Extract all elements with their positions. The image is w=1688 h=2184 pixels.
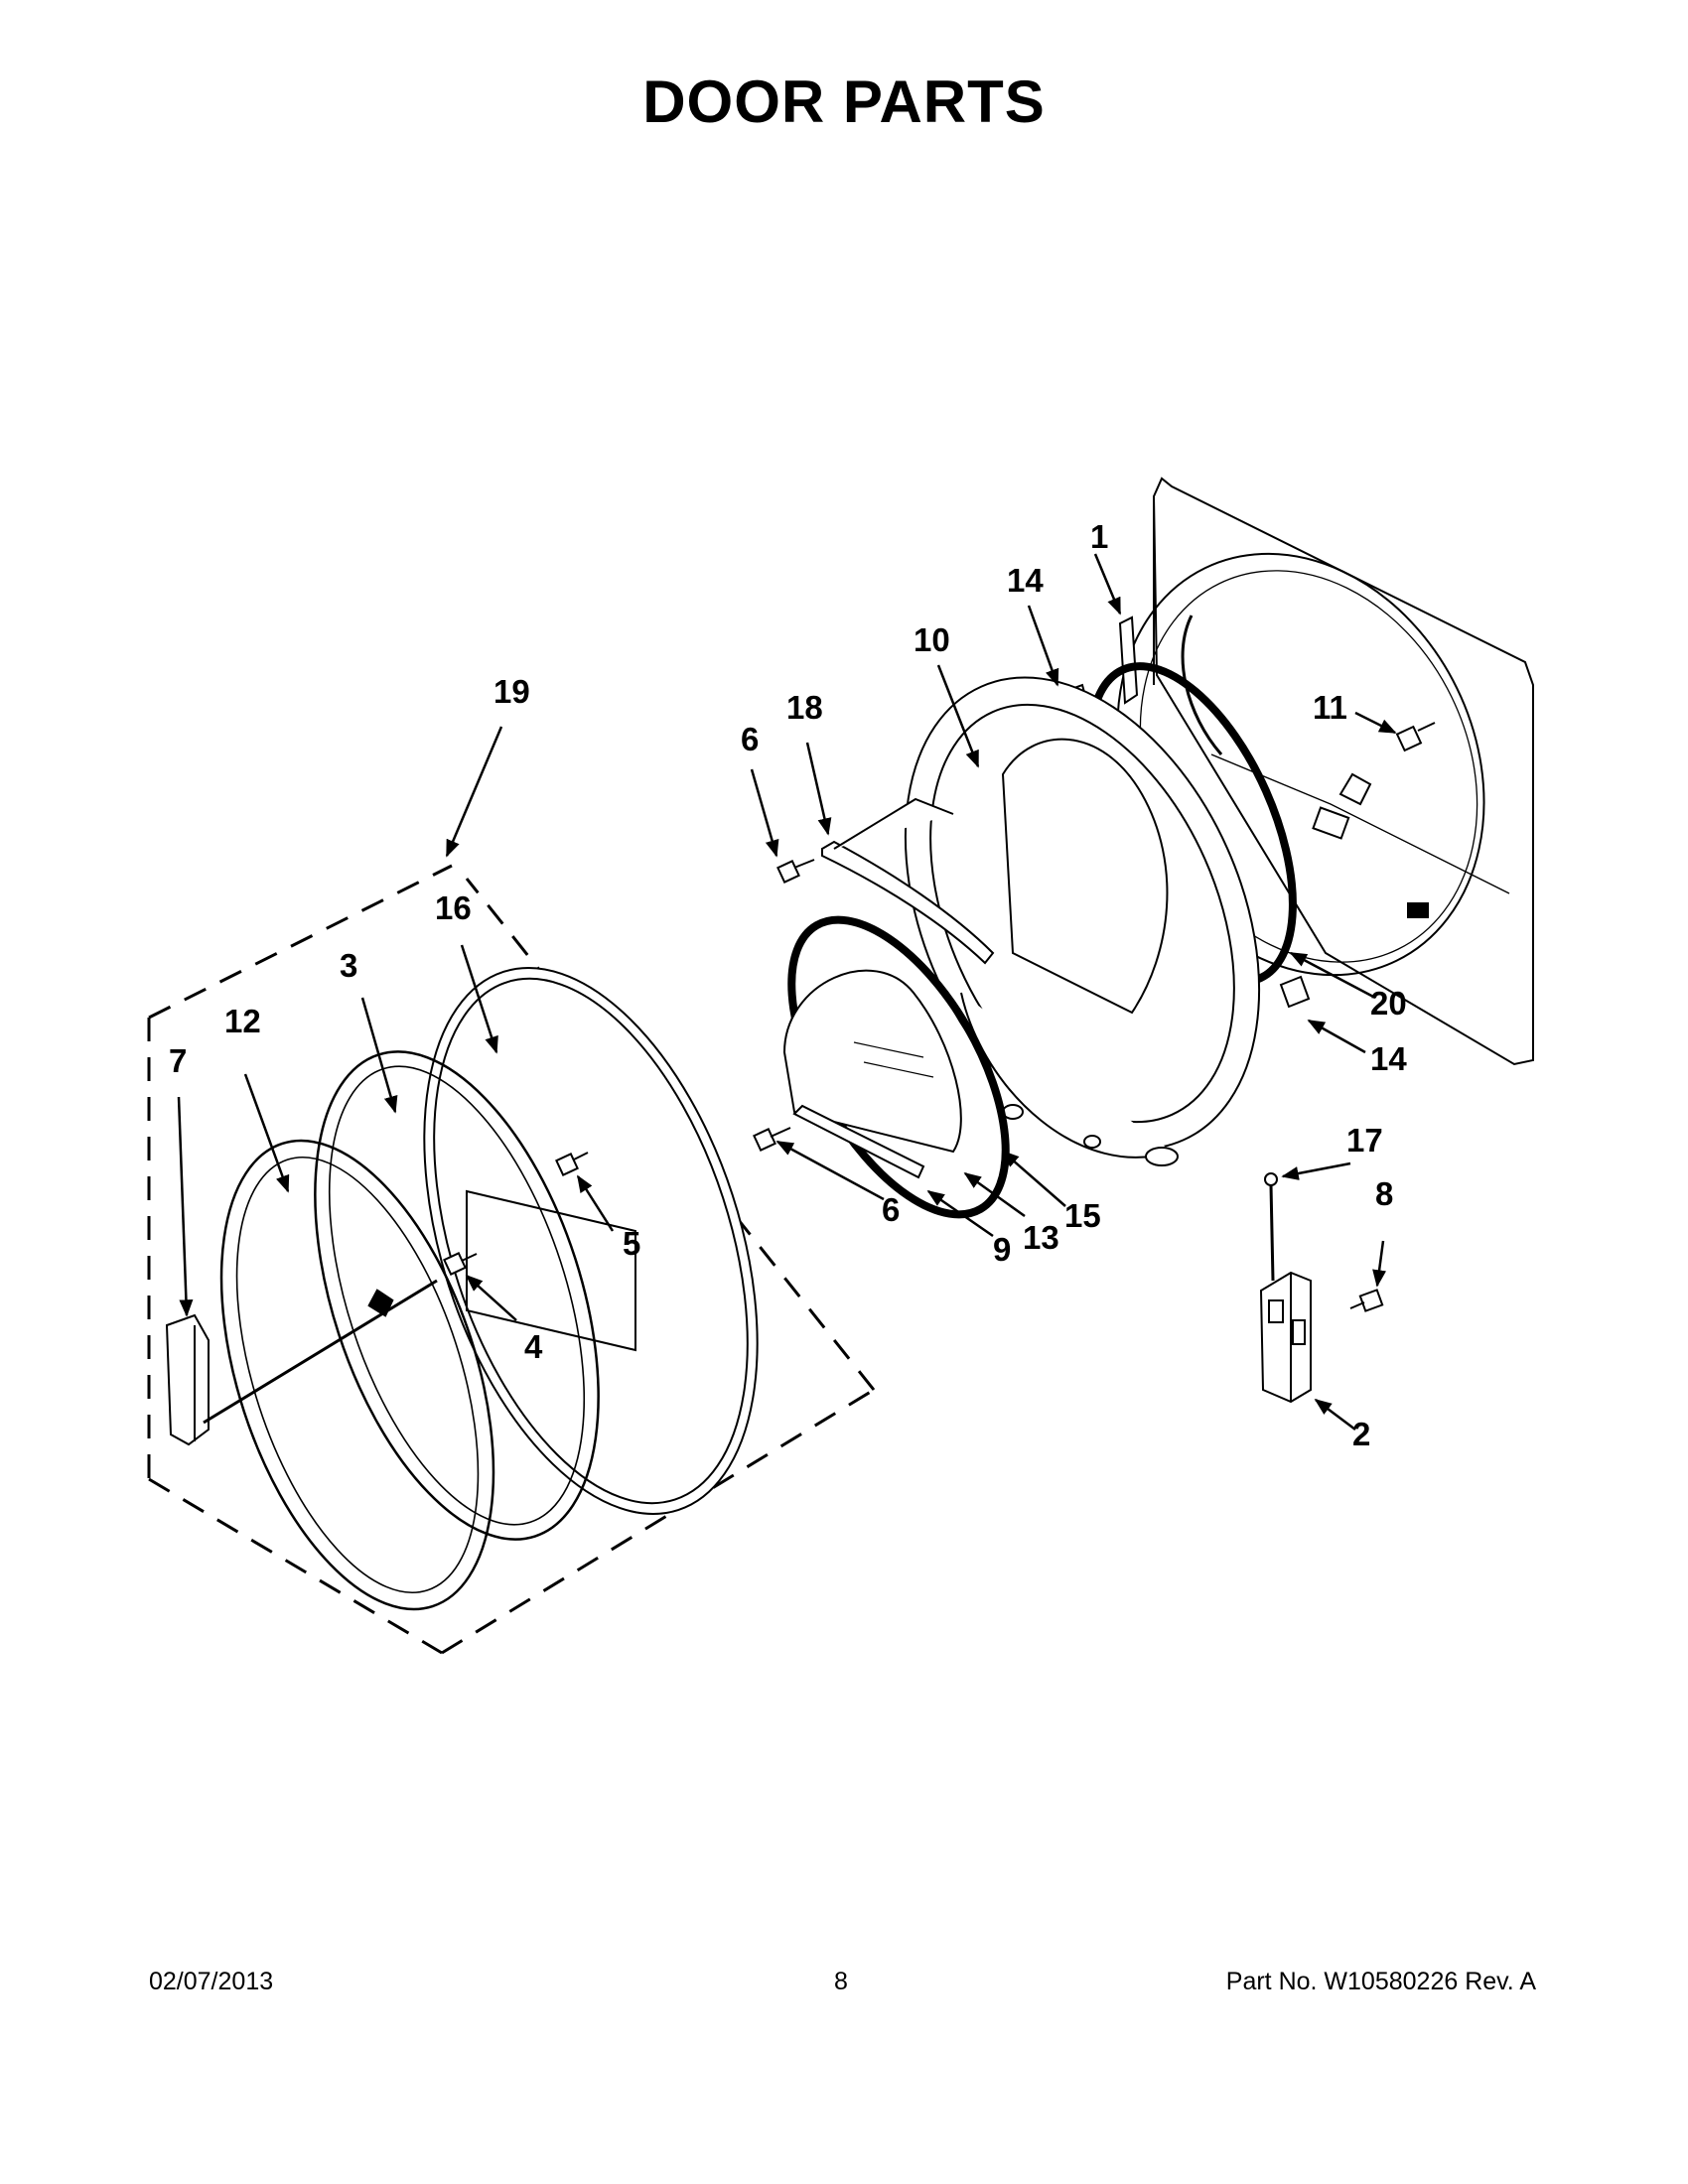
screw-11 [1395,722,1436,752]
part-13-inner-glass [782,969,962,1154]
callout-3: 3 [340,947,357,984]
footer-part-number: Part No. W10580226 Rev. A [1225,1968,1536,1995]
callout-14-top: 14 [1007,562,1044,599]
part-1-bracket [1118,615,1139,705]
callout-16: 16 [435,889,472,926]
part-2-hinge [1259,1271,1312,1404]
part-18-hinge-strap [821,797,995,965]
screw-6-bottom [753,1127,791,1152]
page-title: DOOR PARTS [642,68,1046,135]
part-12-outer-ring [219,1139,495,1611]
callout-7: 7 [169,1042,187,1079]
front-panel [1116,477,1534,1066]
part-10-inner-door [904,676,1261,1166]
part-14-latch-bottom [1279,975,1311,1009]
callout-5: 5 [623,1225,640,1262]
callout-20: 20 [1370,985,1407,1022]
footer-date: 02/07/2013 [149,1968,274,1995]
callout-19: 19 [493,673,530,710]
footer-page-number: 8 [834,1968,848,1995]
screw-5 [555,1152,589,1176]
callout-6-top: 6 [741,721,759,757]
part-17-pin [1264,1172,1278,1282]
screw-6-top [776,859,815,884]
part-16-glass [423,967,759,1515]
callout-8: 8 [1375,1175,1393,1212]
callout-18: 18 [786,689,823,726]
part-9-bar [792,1104,925,1179]
callout-10: 10 [914,621,950,658]
callout-15: 15 [1064,1197,1101,1234]
callout-9: 9 [993,1231,1011,1268]
part-7-handle [165,1313,210,1446]
callout-14-bottom: 14 [1370,1040,1407,1077]
callout-1: 1 [1090,518,1108,555]
callout-4: 4 [524,1328,543,1365]
callout-13: 13 [1023,1219,1059,1256]
part-8-screw [1349,1289,1384,1312]
callout-2: 2 [1352,1416,1370,1452]
callout-11: 11 [1313,689,1347,726]
callout-12: 12 [224,1003,261,1039]
screw-4 [203,1252,478,1425]
callout-17: 17 [1346,1122,1383,1159]
callout-6-bottom: 6 [882,1191,900,1228]
leader-lines [177,553,1397,1431]
